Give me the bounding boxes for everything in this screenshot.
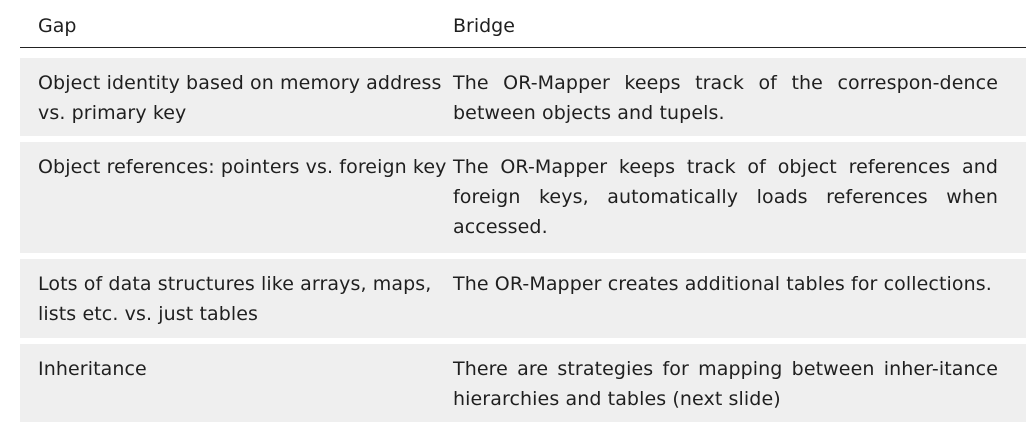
gap-text: Object references: pointers vs. foreign … [38, 156, 447, 178]
table-row: Object references: pointers vs. foreign … [20, 142, 1026, 253]
bridge-cell: The OR-Mapper keeps track of the corresp… [453, 68, 1026, 128]
bridge-cell: There are strategies for mapping between… [453, 354, 1026, 414]
bridge-cell: The OR-Mapper keeps track of object refe… [453, 152, 1026, 242]
gap-cell: Object references: pointers vs. foreign … [20, 152, 453, 242]
gap-text: Inheritance [38, 358, 147, 380]
table-row: Object identity based on memory address … [20, 58, 1026, 136]
table-row: Inheritance There are strategies for map… [20, 344, 1026, 422]
gap-cell: Inheritance [20, 354, 453, 414]
header-bridge-cell: Bridge [453, 14, 1026, 38]
gap-text: Lots of data structures like arrays, map… [38, 273, 432, 325]
gap-cell: Lots of data structures like arrays, map… [20, 269, 453, 329]
bridge-text: The OR-Mapper keeps track of object refe… [453, 156, 998, 238]
table-row: Lots of data structures like arrays, map… [20, 259, 1026, 338]
gap-cell: Object identity based on memory address … [20, 68, 453, 128]
header-gap-cell: Gap [20, 14, 453, 38]
bridge-cell: The OR-Mapper creates additional tables … [453, 269, 1026, 329]
gap-bridge-table: Gap Bridge Object identity based on memo… [20, 0, 1026, 428]
bridge-text: There are strategies for mapping between… [453, 358, 998, 410]
table-body: Object identity based on memory address … [20, 58, 1026, 422]
bridge-text: The OR-Mapper keeps track of the corresp… [453, 72, 998, 124]
table-header: Gap Bridge [20, 0, 1026, 48]
bridge-text: The OR-Mapper creates additional tables … [453, 273, 992, 295]
header-bridge-label: Bridge [453, 15, 515, 37]
header-gap-label: Gap [38, 15, 77, 37]
gap-text: Object identity based on memory address … [38, 72, 442, 124]
